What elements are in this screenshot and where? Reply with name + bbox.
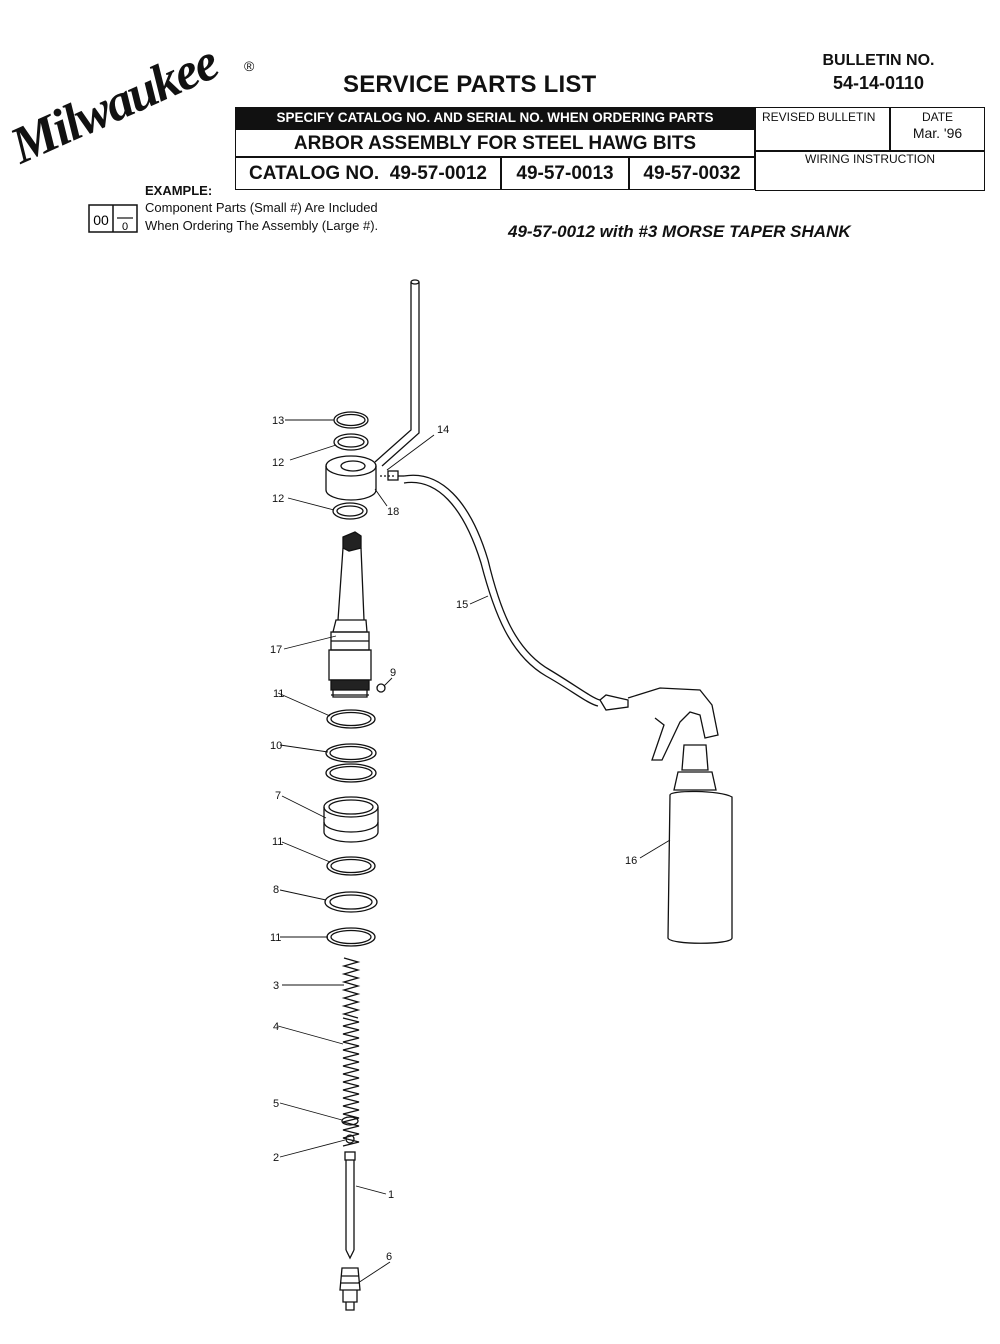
catalog-number: 49-57-0013 — [516, 163, 614, 184]
callout-16: 16 — [625, 855, 637, 867]
callout-9: 9 — [390, 667, 396, 679]
callout-4: 4 — [273, 1021, 279, 1033]
example-line-1: Component Parts (Small #) Are Included — [145, 200, 378, 215]
example-label: EXAMPLE: — [145, 183, 213, 198]
callout-12: 12 — [272, 457, 284, 469]
part-12-o-ring-lower — [332, 502, 368, 520]
part-4-spring — [342, 1017, 360, 1147]
example-large-number: 00 — [93, 212, 109, 228]
registered-mark: ® — [244, 58, 255, 74]
catalog-number: 49-57-0012 — [389, 163, 487, 184]
callout-17: 17 — [270, 644, 282, 656]
callout-10: 10 — [270, 740, 282, 752]
callout-11: 11 — [273, 688, 284, 700]
callout-18: 18 — [387, 506, 399, 518]
callout-13: 13 — [272, 415, 284, 427]
wiring-instruction-label: WIRING INSTRUCTION — [805, 152, 935, 166]
date-label: DATE — [921, 110, 954, 124]
callout-2: 2 — [273, 1152, 279, 1164]
callout-11-lower: 11 — [270, 932, 281, 944]
part-11-retaining-ring-middle — [326, 856, 376, 876]
part-18-collar — [325, 455, 377, 501]
part-16-spray-bottle — [599, 687, 733, 944]
callout-14: 14 — [437, 424, 449, 436]
bulletin-label: BULLETIN NO. — [822, 52, 935, 69]
part-3-spring — [341, 957, 361, 1019]
part-12-o-ring — [333, 433, 369, 451]
callout-8: 8 — [273, 884, 279, 896]
catalog-cell-2: 49-57-0013 — [501, 157, 629, 190]
milwaukee-logo: Milwaukee ® — [2, 34, 263, 225]
callout-12-lower: 12 — [272, 493, 284, 505]
part-8-ring — [324, 891, 378, 913]
catalog-number: 49-57-0032 — [643, 163, 741, 184]
callout-3: 3 — [273, 980, 279, 992]
part-15-hose — [403, 474, 601, 701]
callout-11-middle: 11 — [272, 836, 283, 848]
catalog-label: CATALOG NO. — [249, 163, 380, 184]
date-value: Mar. '96 — [912, 125, 963, 141]
specify-note: SPECIFY CATALOG NO. AND SERIAL NO. WHEN … — [235, 107, 755, 129]
part-14-bent-tube — [374, 279, 420, 481]
callout-5: 5 — [273, 1098, 279, 1110]
part-1-pin — [344, 1151, 356, 1260]
example-small-number: 0 — [122, 221, 128, 233]
part-9-ball — [376, 683, 386, 693]
catalog-cell-1: CATALOG NO. 49-57-0012 — [235, 157, 501, 190]
example-number-key: 00 0 — [88, 204, 138, 233]
assembly-title: ARBOR ASSEMBLY FOR STEEL HAWG BITS — [235, 129, 755, 157]
callout-15: 15 — [456, 599, 468, 611]
diagram-subtitle: 49-57-0012 with #3 MORSE TAPER SHANK — [508, 222, 851, 241]
callout-7: 7 — [275, 790, 281, 802]
part-10-spring-rings — [325, 743, 377, 783]
revision-box — [755, 107, 985, 191]
example-line-2: When Ordering The Assembly (Large #). — [145, 218, 379, 233]
part-2-nut — [345, 1134, 355, 1144]
part-11-retaining-ring — [326, 709, 376, 729]
bulletin-number: 54-14-0110 — [832, 73, 925, 93]
part-17-arbor — [328, 531, 372, 698]
part-7-sleeve — [323, 796, 379, 843]
revised-bulletin-label: REVISED BULLETIN — [762, 110, 876, 124]
callout-6: 6 — [386, 1251, 392, 1263]
callout-1: 1 — [388, 1189, 394, 1201]
part-5-washer — [341, 1116, 359, 1126]
part-6-fitting — [339, 1267, 361, 1311]
catalog-cell-3: 49-57-0032 — [629, 157, 755, 190]
page-title: SERVICE PARTS LIST — [343, 71, 597, 98]
